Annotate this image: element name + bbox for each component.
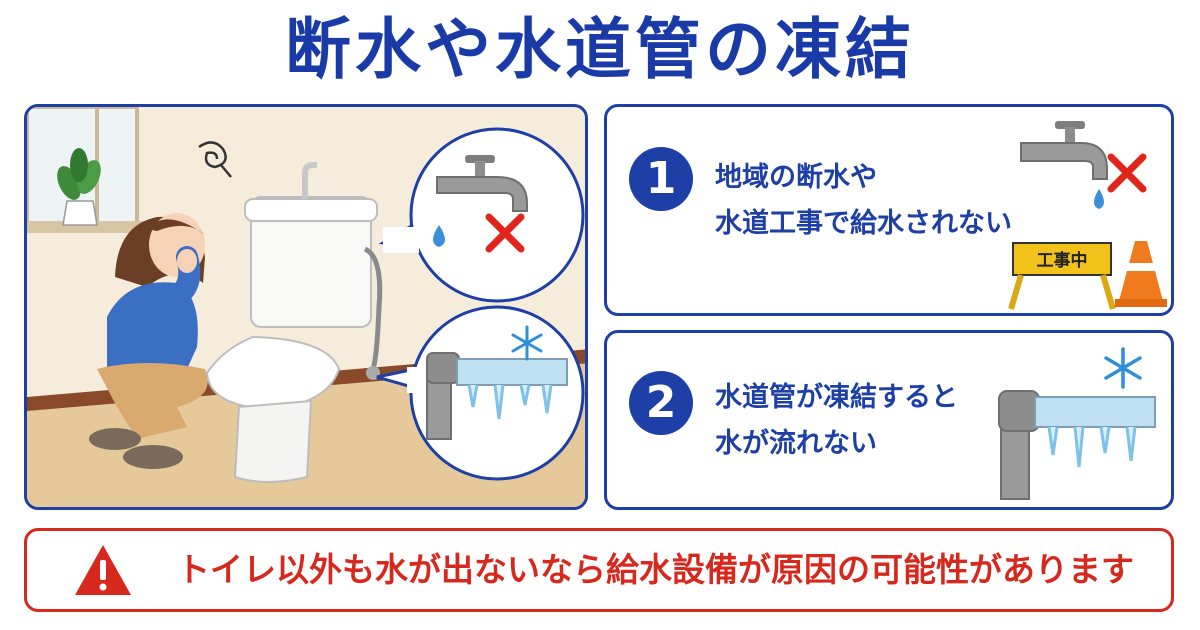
frozen-pipe-icon [998, 390, 1156, 500]
cross-icon [485, 213, 525, 253]
panel-2-illustration [998, 347, 1156, 500]
water-drop-icon [1094, 189, 1104, 209]
snowflake-icon [511, 325, 543, 361]
panel-1-illustration: 工事中 [1008, 121, 1167, 310]
reason-panel-1: 1 地域の断水や 水道工事で給水されない 工事中 [604, 104, 1174, 316]
faucet-callout [378, 127, 585, 303]
warning-text: トイレ以外も水が出ないなら給水設備が原因の可能性があります [177, 550, 1134, 589]
construction-sign-text: 工事中 [1037, 250, 1088, 271]
reason-panel-2: 2 水道管が凍結すると 水が流れない [604, 330, 1174, 510]
panel-2-line-2: 水が流れない [715, 428, 877, 459]
page-title: 断水や水道管の凍結 [285, 11, 915, 88]
construction-sign-icon: 工事中 [1008, 242, 1116, 310]
callout-bubbles [376, 127, 585, 481]
panel-1-line-2: 水道工事で給水されない [715, 208, 1012, 239]
frozen-pipe-icon [426, 352, 568, 440]
faucet-icon [1020, 121, 1108, 180]
plant-icon [57, 148, 101, 226]
panel-2-line-1: 水道管が凍結すると [715, 382, 958, 413]
traffic-cone-icon [1115, 241, 1167, 307]
warning-banner: トイレ以外も水が出ないなら給水設備が原因の可能性があります [24, 528, 1174, 612]
woman-figure [89, 213, 208, 469]
warning-triangle-icon [75, 545, 131, 595]
confusion-swirl-icon [198, 141, 232, 178]
toilet-scene-illustration [24, 104, 588, 510]
frozen-pipe-callout [376, 305, 585, 481]
water-drop-icon [433, 225, 445, 247]
step-number-badge: 2 [629, 371, 693, 435]
cross-icon [1107, 153, 1147, 193]
snowflake-icon [1104, 347, 1142, 389]
step-number-badge: 1 [629, 147, 693, 211]
toilet-icon [205, 162, 383, 483]
faucet-icon [436, 155, 528, 212]
panel-1-line-1: 地域の断水や [715, 162, 877, 193]
